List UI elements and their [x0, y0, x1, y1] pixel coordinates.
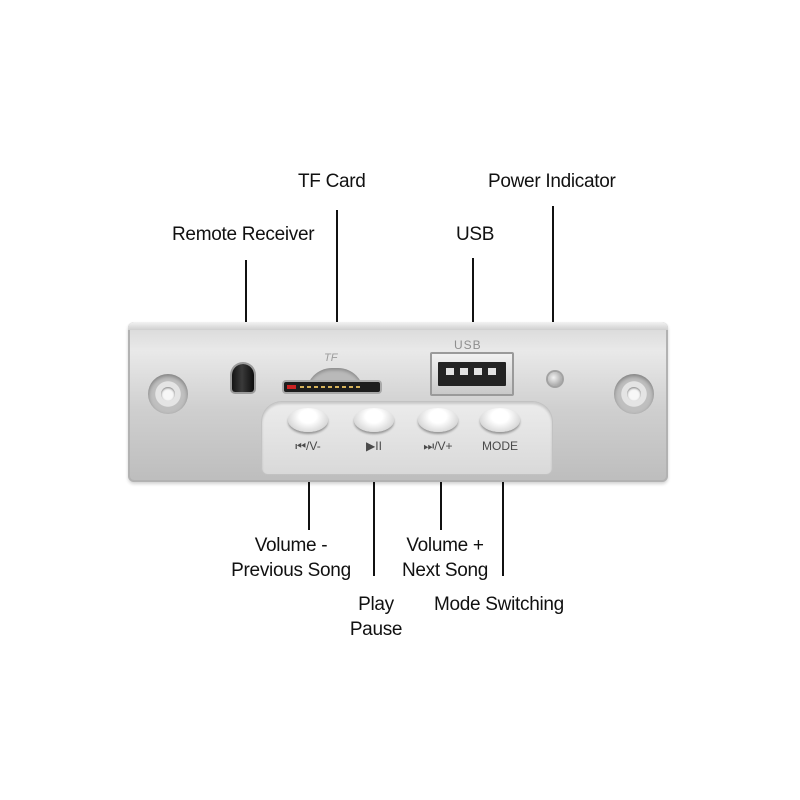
- mode-marking: MODE: [482, 439, 518, 453]
- previous-volume-down-marking: ⏮/V-: [295, 439, 321, 453]
- usb-leader-line: [472, 258, 474, 352]
- power-indicator-label: Power Indicator: [488, 171, 616, 192]
- play-pause-label-line1: Play: [358, 594, 394, 615]
- remote-receiver-sensor: [232, 364, 254, 392]
- tf-card-marking: TF: [324, 352, 338, 364]
- next-volume-up-marking: ⏭/V+: [423, 439, 453, 453]
- play-pause-label-line2: Pause: [349, 619, 403, 640]
- remote-receiver-label: Remote Receiver: [172, 224, 315, 245]
- volume-minus-label-line2: Previous Song: [231, 560, 351, 581]
- tf-card-leader-line: [336, 210, 338, 382]
- tf-card-slot[interactable]: [284, 382, 380, 392]
- volume-plus-label: Volume + Next Song: [393, 533, 497, 583]
- volume-plus-label-line2: Next Song: [401, 560, 489, 581]
- usb-label: USB: [456, 224, 495, 245]
- play-pause-label: Play Pause: [336, 592, 416, 642]
- left-mount-hole-icon: [148, 374, 188, 414]
- mp3-module-front-panel: TF USB ⏮/V- ▶II ⏭/V+ MODE: [128, 322, 668, 482]
- usb-port[interactable]: [430, 352, 514, 396]
- volume-minus-label-line1: Volume -: [254, 535, 328, 556]
- usb-marking: USB: [454, 338, 482, 352]
- play-pause-button[interactable]: [354, 408, 394, 432]
- mode-switching-leader-line: [502, 420, 504, 576]
- tf-card-label: TF Card: [298, 171, 366, 192]
- power-indicator-leader-line: [552, 206, 554, 376]
- volume-minus-label: Volume - Previous Song: [226, 533, 356, 583]
- volume-plus-label-line1: Volume +: [406, 535, 484, 556]
- mode-switching-label: Mode Switching: [434, 594, 564, 615]
- play-pause-marking: ▶II: [366, 439, 382, 453]
- panel-top-edge: [128, 322, 668, 330]
- play-pause-leader-line: [373, 420, 375, 576]
- power-indicator-led: [548, 372, 562, 386]
- remote-receiver-leader-line: [245, 260, 247, 372]
- right-mount-hole-icon: [614, 374, 654, 414]
- next-volume-up-button[interactable]: [418, 408, 458, 432]
- mode-button[interactable]: [480, 408, 520, 432]
- previous-volume-down-button[interactable]: [288, 408, 328, 432]
